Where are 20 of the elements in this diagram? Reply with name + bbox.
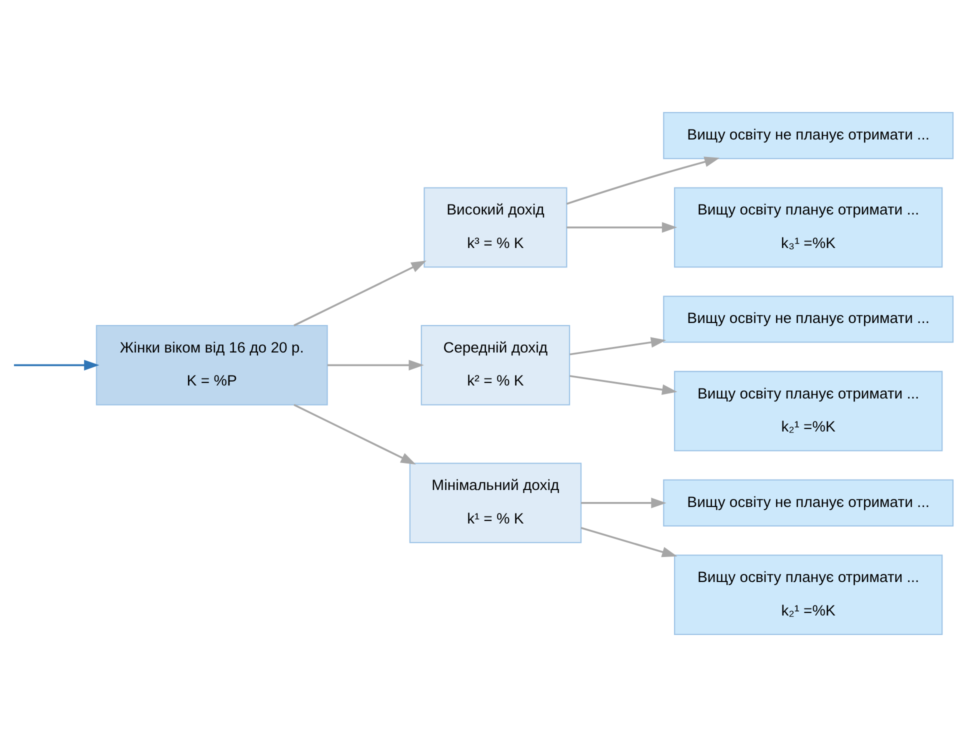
arrow — [294, 260, 426, 326]
node-box: Мінімальний дохід k¹ = % K — [409, 462, 582, 544]
node-box: Вищу освіту не планує отримати ... — [663, 479, 954, 526]
arrow — [294, 404, 416, 465]
arrow — [580, 527, 678, 558]
arrow — [570, 375, 678, 395]
arrow — [570, 337, 666, 356]
node-box: Вищу освіту не планує отримати ... — [663, 296, 954, 343]
node-box: Вищу освіту планує отримати ... k₂¹ =%K — [674, 554, 943, 635]
arrow — [581, 498, 666, 508]
arrow — [566, 156, 720, 205]
node-box: Жінки віком від 16 до 20 р. K = %P — [96, 325, 328, 406]
node-box: Середній дохід k² = % K — [420, 325, 570, 406]
node-box: Високий дохід k³ = % K — [424, 187, 568, 268]
arrow — [566, 222, 678, 233]
node-box: Вищу освіту планує отримати ... k₃¹ =%K — [674, 187, 943, 268]
node-box: Вищу освіту планує отримати ... k₂¹ =%K — [674, 370, 943, 452]
node-box: Вищу освіту не планує отримати ... — [663, 112, 954, 160]
arrow — [327, 360, 424, 370]
arrow — [14, 360, 100, 370]
